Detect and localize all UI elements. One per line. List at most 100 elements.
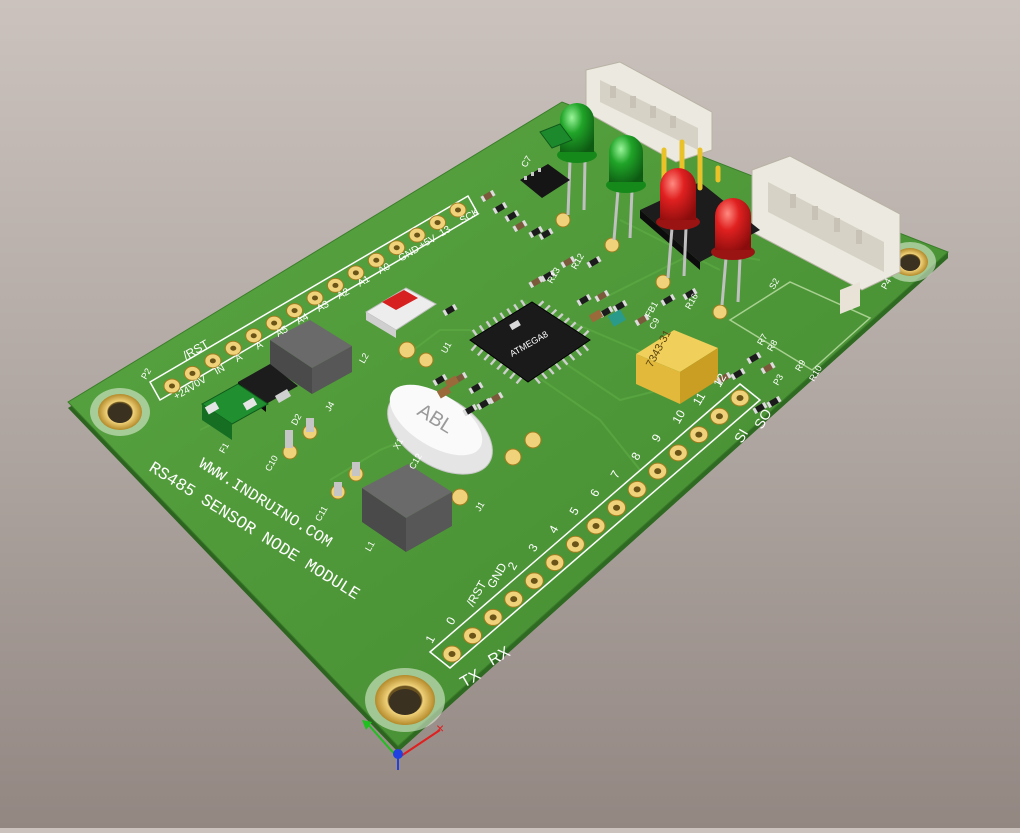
qfp-pin — [556, 313, 564, 320]
label-r8: R8 — [765, 338, 779, 353]
qfp-pin — [568, 353, 576, 361]
label-l2: L2 — [357, 351, 371, 365]
qfp-pin — [540, 371, 548, 380]
header-pad — [183, 365, 201, 381]
smd-part — [660, 293, 676, 307]
header-pin-label: 13 — [438, 224, 454, 239]
smd-part — [746, 351, 762, 365]
tantalum-capacitor: 7343-31 — [636, 328, 718, 404]
header-pad — [648, 462, 668, 480]
x-axis-line — [397, 729, 441, 759]
qfp-pin — [554, 362, 562, 371]
qfp-pin — [533, 376, 541, 385]
mounting-hole-top-left — [90, 388, 150, 436]
header-pad — [367, 252, 385, 268]
fuse-f1 — [201, 383, 269, 440]
header-pad — [627, 480, 647, 498]
label-s2: S2 — [767, 276, 781, 291]
smd-part — [576, 293, 592, 307]
label-x1: X1 — [391, 436, 405, 451]
label-c7: C7 — [519, 154, 533, 169]
header-pad — [545, 554, 565, 572]
smd-part — [730, 367, 746, 381]
header-pin-label: A5 — [274, 324, 290, 340]
header-pad — [607, 499, 627, 517]
pcb-board — [67, 101, 949, 752]
qfp-pin — [478, 324, 485, 333]
header-pad — [429, 215, 447, 231]
ceramic-capacitor — [607, 309, 627, 327]
qfp-pin — [476, 348, 484, 357]
header-pad — [224, 340, 242, 356]
header-pad — [709, 407, 729, 425]
axis-gizmo: × — [362, 720, 444, 770]
label-p2: P2 — [139, 366, 153, 381]
label-j1: J1 — [473, 500, 486, 513]
led-red-2 — [711, 198, 755, 306]
qfp-pin — [520, 299, 527, 307]
label-p4: P4 — [879, 276, 893, 291]
connector-p4 — [751, 155, 901, 314]
qfp-pin — [582, 329, 590, 337]
smd-capacitor — [588, 309, 604, 323]
header-pad — [265, 315, 283, 331]
header-pin-label: A0 — [376, 261, 392, 277]
mounting-hole-bottom — [365, 668, 445, 732]
smd-part — [476, 397, 492, 411]
label-r7: R7 — [755, 332, 769, 347]
qfp-pin — [489, 357, 497, 366]
header-pad — [565, 535, 585, 553]
header-pad — [408, 227, 426, 243]
qfp-pin — [563, 317, 571, 324]
header-pin-label: IN — [213, 363, 227, 378]
label-u1: U1 — [439, 340, 453, 355]
header-pin-label: 0V — [192, 374, 208, 390]
capacitor-pins — [282, 418, 364, 500]
qfp-pin — [509, 371, 517, 380]
header-p3 — [428, 383, 762, 669]
qfp-pin — [483, 353, 491, 361]
smd-capacitor — [444, 375, 460, 389]
header-pad — [163, 378, 181, 394]
smd-part — [760, 361, 776, 375]
header-pad — [449, 202, 467, 218]
header-pad — [286, 303, 304, 319]
reset-button[interactable] — [365, 287, 437, 338]
smd-part — [716, 371, 732, 385]
smd-part — [634, 313, 650, 327]
smd-part — [480, 189, 496, 203]
qfp-pin — [569, 321, 577, 329]
qfp-pin — [537, 300, 545, 308]
smd-part — [560, 255, 576, 269]
header-pad — [668, 444, 688, 462]
header-pad — [463, 627, 483, 645]
led-red-1 — [656, 168, 700, 279]
smd-part — [752, 401, 768, 415]
header-pin-label: A — [233, 352, 245, 365]
smd-part — [540, 269, 556, 283]
header-pin-label: A2 — [335, 286, 351, 302]
qfp-pin — [470, 343, 478, 352]
x-axis-label: × — [436, 720, 444, 736]
mcu-atmega8: ATMEGA8 — [469, 299, 591, 385]
inductor-l2 — [270, 320, 352, 394]
header-pin-label: A1 — [356, 274, 372, 290]
smd-part — [682, 287, 698, 301]
header-pad — [689, 426, 709, 444]
misc-pads — [398, 212, 728, 506]
qfp-pin — [544, 304, 551, 312]
header-pad — [388, 240, 406, 256]
smd-components — [432, 189, 782, 417]
label-c9: C9 — [647, 316, 661, 331]
header-pad — [504, 590, 524, 608]
smd-part — [432, 373, 448, 387]
soic-chip — [520, 164, 570, 198]
smd-part — [586, 255, 602, 269]
qfp-pin — [496, 362, 504, 371]
y-axis-line — [365, 721, 399, 759]
header-pad — [730, 389, 750, 407]
header-pin-label: 10 — [669, 407, 688, 426]
smd-part — [512, 219, 528, 233]
